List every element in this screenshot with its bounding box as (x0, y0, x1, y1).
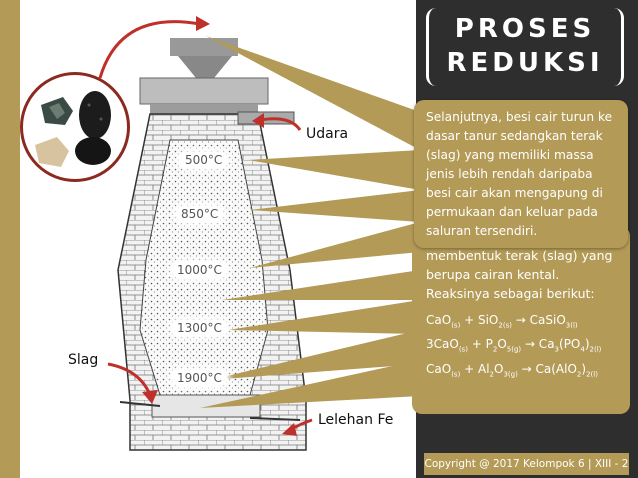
left-accent-band (0, 0, 20, 478)
reaction-equations: CaO(s) + SiO2(s) → CaSiO3(l) 3CaO(s) + P… (426, 311, 616, 384)
label-slag: Slag (68, 352, 99, 368)
callout-leader-5 (222, 270, 420, 300)
arrow-udara (259, 117, 302, 131)
callout-leader-2 (248, 150, 420, 190)
callout-leader-8 (200, 360, 420, 408)
callout-leader-6 (228, 300, 420, 334)
footer-copyright: Copyright @ 2017 Kelompok 6 | XIII - 2 (424, 453, 629, 475)
label-lelehan-fe: Lelehan Fe (318, 412, 394, 428)
arrow-to-top (98, 20, 201, 79)
ore-samples-image (35, 91, 111, 167)
temp-label-1900: 1900°C (172, 370, 227, 386)
equation-1: CaO(s) + SiO2(s) → CaSiO3(l) (426, 313, 578, 330)
arrow-slag (107, 362, 152, 396)
label-udara: Udara (306, 126, 349, 142)
temp-label-850: 850°C (176, 206, 224, 222)
temp-label-1000: 1000°C (172, 262, 227, 278)
temp-label-500: 500°C (180, 152, 228, 168)
callout-leader-3 (250, 190, 420, 222)
furnace-cap-band (150, 104, 258, 114)
title-line-2: REDUKSI (446, 48, 604, 78)
callout-leader-4 (250, 222, 420, 268)
callout-slag-explanation: Selanjutnya, besi cair turun ke dasar ta… (414, 100, 628, 248)
temp-label-1300: 1300°C (172, 320, 227, 336)
callout-reaction: membentuk terak (slag) yang berupa caira… (412, 226, 630, 414)
callout-reaction-text: membentuk terak (slag) yang berupa caira… (426, 248, 613, 301)
equation-2: 3CaO(s) + P2O5(g) → Ca3(PO4)2(l) (426, 337, 602, 354)
furnace-funnel (178, 56, 232, 78)
page-title: PROSES REDUKSI (426, 8, 624, 86)
equation-3: CaO(s) + Al2O3(g) → Ca(AlO2)2(l) (426, 361, 598, 379)
callout-leader-1 (206, 36, 420, 150)
furnace-hearth (151, 394, 261, 418)
furnace-throat (139, 77, 269, 105)
title-line-1: PROSES (454, 14, 596, 44)
callout-leader-7 (210, 330, 420, 380)
ore-samples-circle (20, 72, 130, 182)
